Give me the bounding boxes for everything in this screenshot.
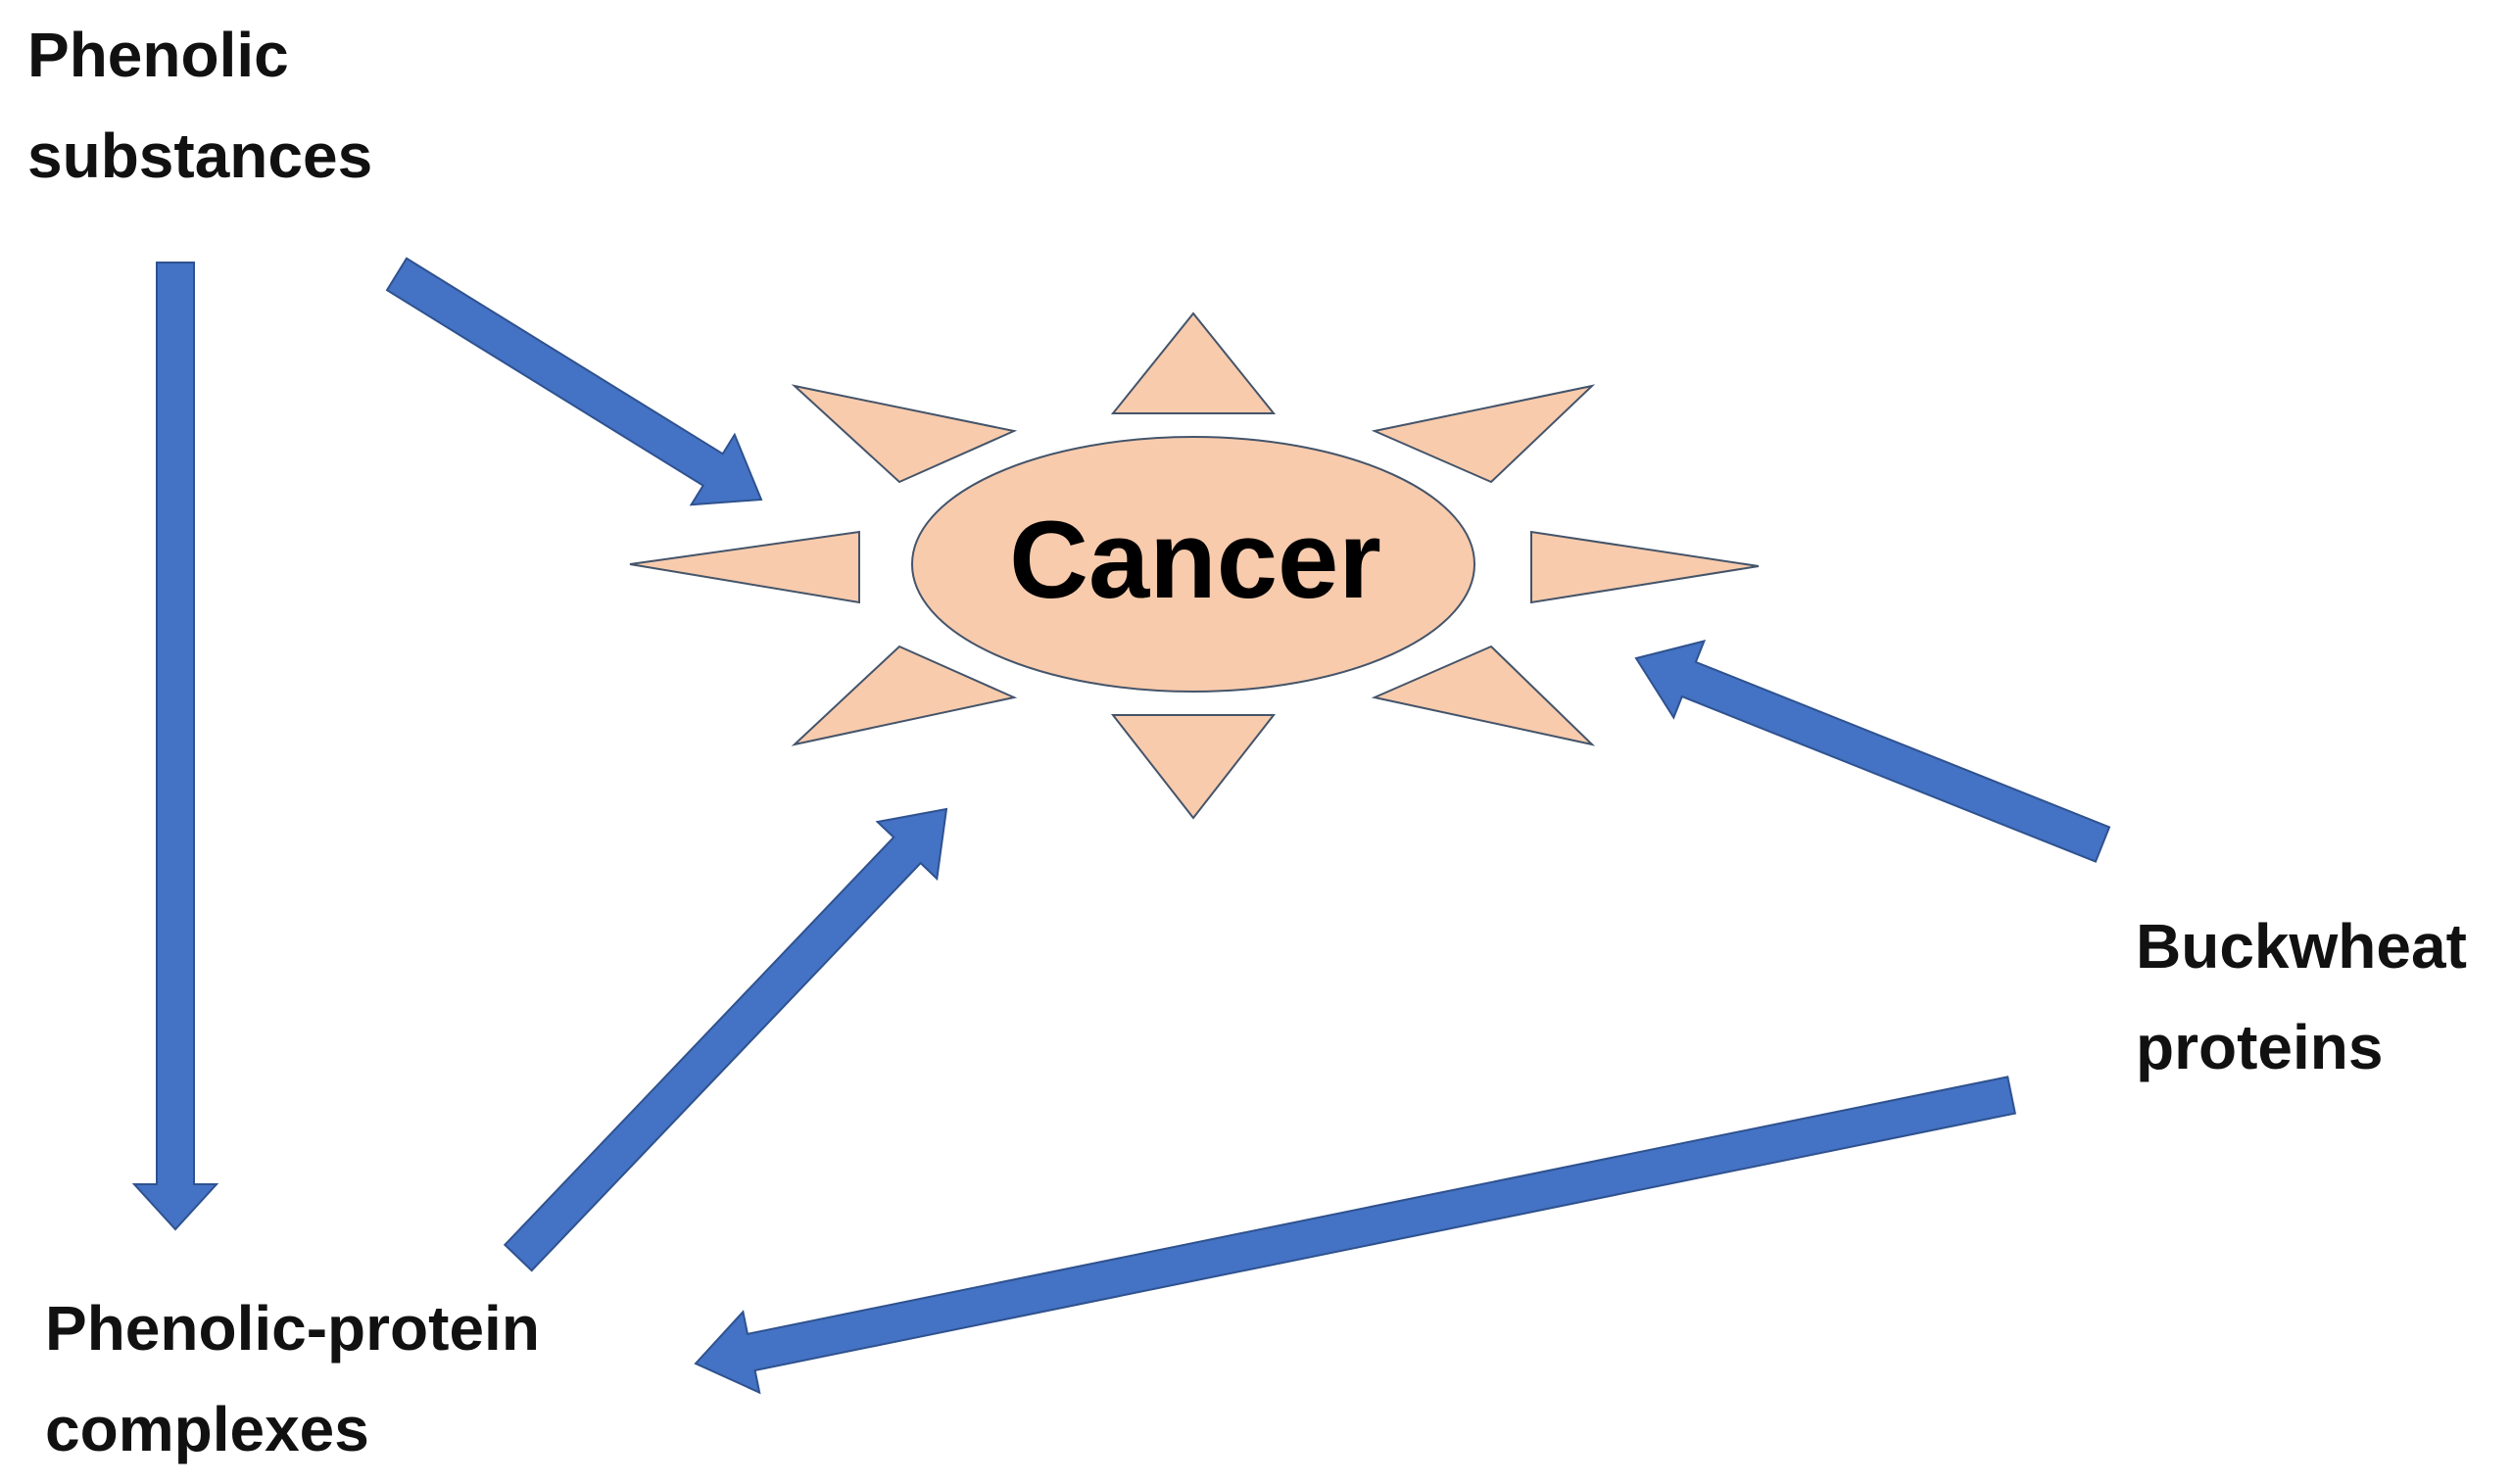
node-phenolic-protein-complexes: Phenolic-protein complexes <box>45 1278 540 1480</box>
burst-ray-bottom-left <box>791 645 1018 746</box>
burst-ray-bottom-right <box>1371 645 1596 746</box>
node-phenolic-protein-complexes-line1: Phenolic-protein <box>45 1293 540 1364</box>
cancer-burst: Cancer <box>629 311 1760 820</box>
burst-ray-top <box>1110 311 1277 414</box>
node-buckwheat-proteins-line2: proteins <box>2136 1012 2384 1082</box>
arrow-complexes-to-cancer <box>503 807 948 1272</box>
burst-ray-left <box>629 530 860 604</box>
cancer-ellipse <box>911 436 1475 693</box>
node-phenolic-substances: Phenolic substances <box>27 5 372 207</box>
burst-ray-top-left <box>791 384 1018 484</box>
burst-ray-bottom <box>1110 714 1277 820</box>
node-phenolic-protein-complexes-line2: complexes <box>45 1394 369 1464</box>
node-buckwheat-proteins-line1: Buckwheat <box>2136 911 2467 981</box>
node-buckwheat-proteins: Buckwheat proteins <box>2136 896 2467 1098</box>
node-phenolic-substances-line2: substances <box>27 120 373 191</box>
node-phenolic-substances-line1: Phenolic <box>27 20 289 90</box>
arrow-phenolic-to-complexes <box>131 262 219 1231</box>
arrow-buckwheat-to-cancer <box>1634 640 2111 863</box>
burst-ray-top-right <box>1371 384 1596 484</box>
cancer-label: Cancer <box>1009 499 1381 621</box>
burst-ray-right <box>1530 530 1760 604</box>
arrow-phenolic-to-cancer <box>385 257 763 506</box>
arrows <box>131 257 2111 1395</box>
arrow-buckwheat-to-complexes <box>694 1076 2016 1395</box>
